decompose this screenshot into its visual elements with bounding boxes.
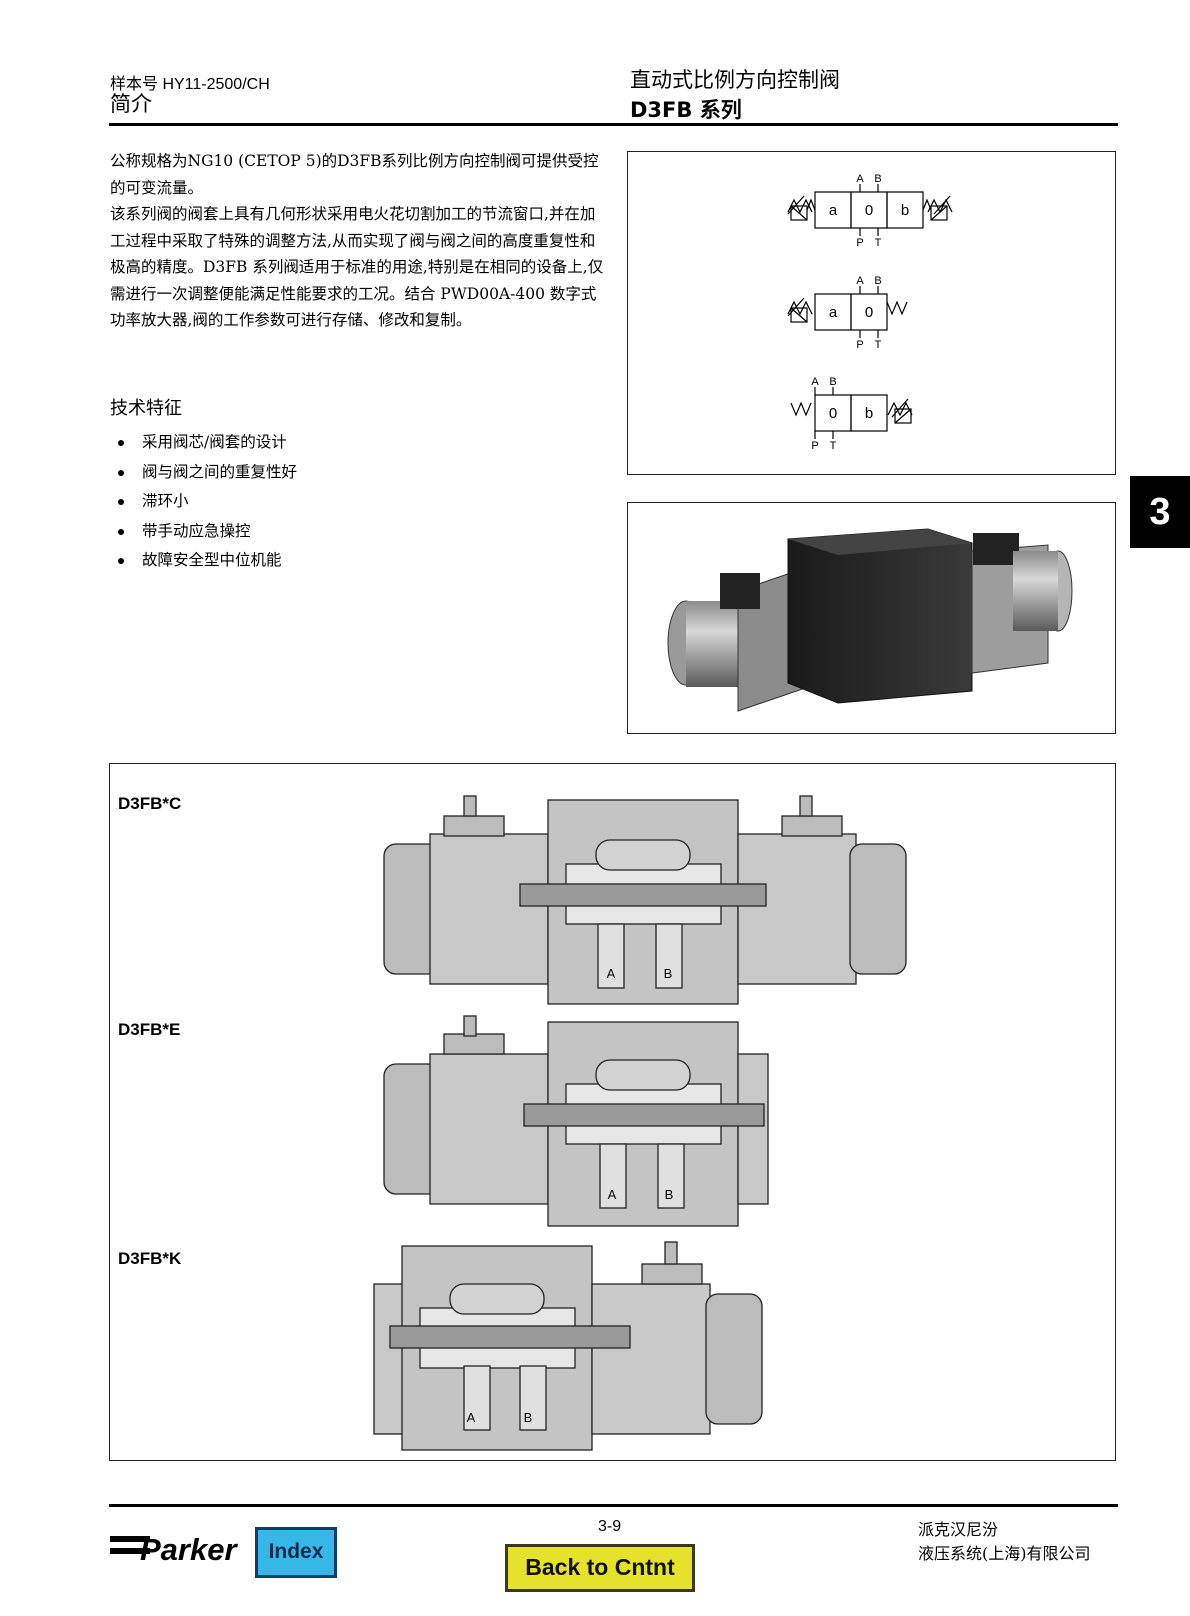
series-title: D3FB 系列	[630, 94, 742, 124]
section-1-model: D3FB*C	[118, 794, 182, 813]
intro-paragraph-2: 该系列阀的阀套上具有几何形状采用电火花切割加工的节流窗口,并在加工过程中采取了特…	[110, 205, 604, 329]
company-name: 派克汉尼汾 液压系统(上海)有限公司	[918, 1518, 1091, 1566]
sym2-port-p: P	[856, 339, 863, 351]
section-3-drawing	[373, 1241, 763, 1451]
company-line-2: 液压系统(上海)有限公司	[918, 1544, 1091, 1563]
company-line-1: 派克汉尼汾	[918, 1520, 999, 1539]
sym3-port-p: P	[811, 440, 818, 452]
footer-rule	[109, 1504, 1118, 1507]
catalog-number: 样本号 HY11-2500/CH	[110, 76, 270, 93]
symbol-3-position	[787, 184, 953, 236]
valve-photo	[667, 528, 1073, 712]
feature-item: 采用阀芯/阀套的设计	[116, 428, 297, 458]
section-name: 简介	[110, 92, 152, 116]
intro-paragraph-1: 公称规格为NG10 (CETOP 5)的D3FB系列比例方向控制阀可提供受控的可…	[110, 152, 599, 197]
sym3-cell-b: b	[865, 405, 873, 422]
section-3-model: D3FB*K	[118, 1249, 182, 1268]
parker-logo: Parker	[110, 1520, 245, 1572]
sym1-cell-b: b	[901, 202, 909, 219]
sym1-cell-a: a	[829, 202, 838, 219]
features-heading: 技术特征	[110, 398, 182, 419]
sym3-cell-0: 0	[829, 405, 837, 422]
index-button[interactable]: Index	[255, 1527, 337, 1578]
section-2-drawing	[383, 1015, 769, 1227]
hydraulic-symbols-box: a 0 b a 0 0 b A B P T A B P T A B P T	[627, 151, 1116, 475]
page-title: 直动式比例方向控制阀	[630, 68, 840, 92]
hydraulic-symbols: a 0 b a 0 0 b A B P T A B P T A B P T	[787, 173, 953, 452]
section-2-port-a: A	[608, 1187, 617, 1202]
sym2-port-t: T	[875, 339, 882, 351]
chapter-tab: 3	[1130, 476, 1190, 548]
feature-item: 故障安全型中位机能	[116, 546, 297, 576]
sym2-cell-0: 0	[865, 304, 873, 321]
section-1-port-b: B	[664, 966, 673, 981]
section-3-port-a: A	[467, 1410, 476, 1425]
feature-item: 带手动应急操控	[116, 517, 297, 547]
back-to-contents-button[interactable]: Back to Cntnt	[505, 1544, 695, 1592]
section-1-port-a: A	[607, 966, 616, 981]
parker-logo-graphic: Parker	[110, 1532, 238, 1567]
section-1-drawing	[383, 795, 907, 1005]
sym2-port-b: B	[874, 275, 881, 287]
symbol-b-side	[790, 387, 913, 439]
cross-section-drawings: A B A B A B	[373, 795, 907, 1451]
page-number: 3-9	[598, 1518, 622, 1535]
sym1-port-t: T	[875, 237, 882, 249]
logo-text: Parker	[140, 1532, 238, 1567]
header-rule	[109, 123, 1118, 126]
features-list: 采用阀芯/阀套的设计 阀与阀之间的重复性好 滞环小 带手动应急操控 故障安全型中…	[116, 428, 297, 576]
sym3-port-b: B	[829, 376, 836, 388]
sym3-port-t: T	[830, 440, 837, 452]
sym2-port-a: A	[856, 275, 864, 287]
series-label: D3FB 系列	[630, 98, 742, 122]
section-3-port-b: B	[524, 1410, 533, 1425]
sym1-port-a: A	[856, 173, 864, 185]
section-2-model: D3FB*E	[118, 1020, 181, 1039]
sym2-cell-a: a	[829, 304, 838, 321]
sym1-port-p: P	[856, 237, 863, 249]
sym1-cell-0: 0	[865, 202, 873, 219]
cross-sections-box: D3FB*C D3FB*E D3FB*K	[109, 763, 1116, 1461]
symbol-a-side	[787, 286, 908, 338]
sym1-port-b: B	[874, 173, 881, 185]
feature-item: 滞环小	[116, 487, 297, 517]
product-photo-box	[627, 502, 1116, 734]
sym3-port-a: A	[811, 376, 819, 388]
intro-text: 公称规格为NG10 (CETOP 5)的D3FB系列比例方向控制阀可提供受控的可…	[110, 148, 605, 334]
section-2-port-b: B	[665, 1187, 674, 1202]
feature-item: 阀与阀之间的重复性好	[116, 458, 297, 488]
